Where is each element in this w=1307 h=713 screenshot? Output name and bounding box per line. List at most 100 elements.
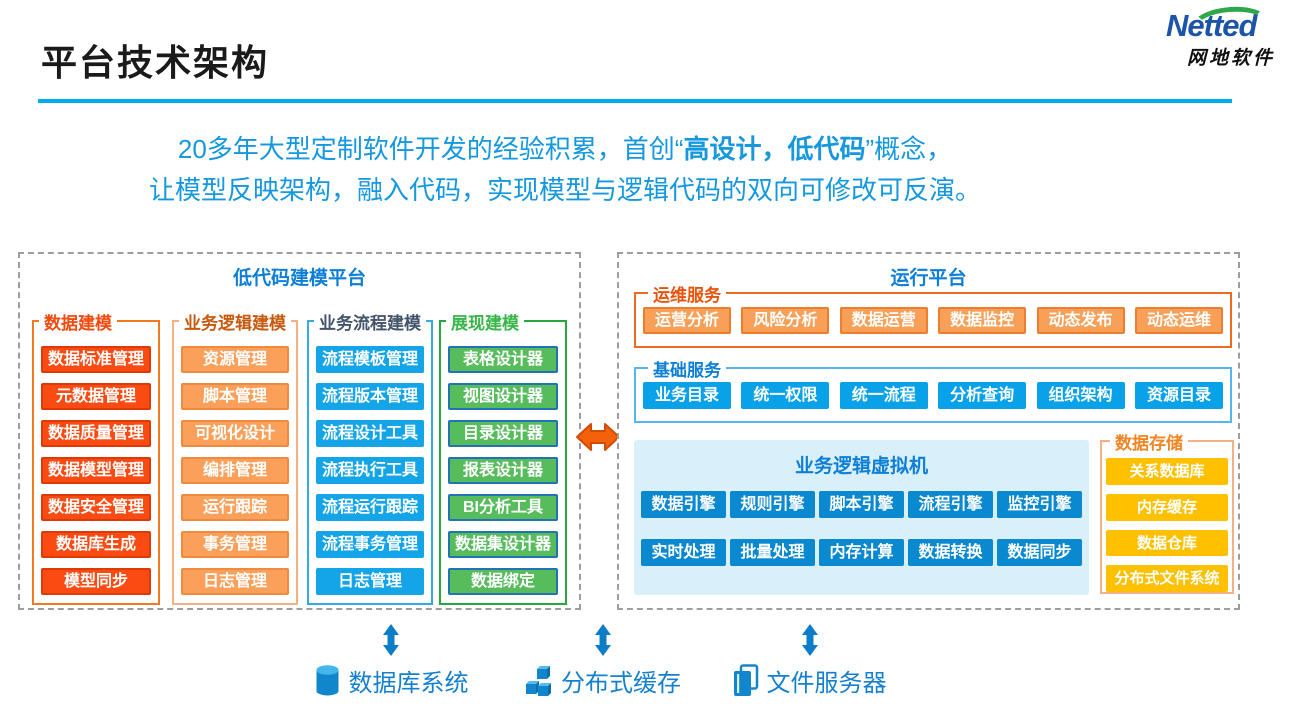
module-box: 脚本管理 — [181, 383, 289, 410]
intro-line1-bold: 高设计，低代码 — [683, 134, 866, 164]
module-box: 表格设计器 — [448, 346, 558, 373]
column-header-business-logic: 业务逻辑建模 — [179, 309, 291, 334]
engine-box: 监控引擎 — [997, 491, 1082, 518]
storage-box: 分布式文件系统 — [1106, 565, 1228, 592]
module-box: 数据标准管理 — [41, 346, 151, 373]
bottom-label-cache: 分布式缓存 — [561, 670, 681, 697]
module-box: 流程模板管理 — [316, 346, 424, 373]
column-header-data-modeling: 数据建模 — [39, 309, 117, 334]
column-presentation-modeling: 展现建模 表格设计器 视图设计器 目录设计器 报表设计器 BI分析工具 数据集设… — [439, 309, 567, 605]
column-data-modeling: 数据建模 数据标准管理 元数据管理 数据质量管理 数据模型管理 数据安全管理 数… — [32, 309, 160, 605]
intro-line-2: 让模型反映架构，融入代码，实现模型与逻辑代码的双向可修改可反演。 — [148, 175, 981, 205]
module-box: 数据安全管理 — [41, 494, 151, 521]
module-box: 流程设计工具 — [316, 420, 424, 447]
company-logo: Netted 网地软件 — [1166, 3, 1306, 70]
module-box: 模型同步 — [41, 568, 151, 595]
module-box: 数据集设计器 — [448, 531, 558, 558]
module-box: 数据模型管理 — [41, 457, 151, 484]
service-box: 业务目录 — [643, 382, 731, 409]
engine-box: 实时处理 — [641, 539, 726, 566]
column-business-process-modeling: 业务流程建模 流程模板管理 流程版本管理 流程设计工具 流程执行工具 流程运行跟… — [307, 309, 433, 605]
module-box: 可视化设计 — [181, 420, 289, 447]
service-box: 动态发布 — [1036, 307, 1125, 334]
bottom-item-cache: 分布式缓存 — [524, 624, 682, 698]
bottom-item-fileserver: 文件服务器 — [732, 624, 887, 698]
module-box: 报表设计器 — [448, 457, 558, 484]
intro-paragraph: 20多年大型定制软件开发的经验积累，首创“高设计，低代码”概念， 让模型反映架构… — [45, 129, 1085, 211]
column-business-logic-modeling: 业务逻辑建模 资源管理 脚本管理 可视化设计 编排管理 运行跟踪 事务管理 日志… — [172, 309, 298, 605]
vm-title: 业务逻辑虚拟机 — [794, 456, 928, 477]
intro-line-1: 20多年大型定制软件开发的经验积累，首创“高设计，低代码”概念， — [45, 129, 1085, 170]
left-panel-title: 低代码建模平台 — [232, 268, 366, 289]
logo-subtitle: 网地软件 — [1187, 48, 1276, 69]
logo-text: Netted — [1166, 8, 1257, 43]
down-up-arrow-icon — [383, 624, 399, 656]
file-server-icon — [733, 663, 758, 696]
page-title: 平台技术架构 — [41, 42, 270, 83]
storage-box: 内存缓存 — [1106, 493, 1228, 521]
module-box: 运行跟踪 — [181, 494, 289, 521]
engine-box: 数据转换 — [908, 539, 993, 566]
basic-services-header: 基础服务 — [648, 356, 726, 381]
down-up-arrow-icon — [801, 624, 818, 656]
module-box: 视图设计器 — [448, 383, 558, 410]
column-header-presentation: 展现建模 — [446, 309, 524, 334]
engine-box: 批量处理 — [730, 539, 815, 566]
business-logic-vm-box: 业务逻辑虚拟机 数据引擎 规则引擎 脚本引擎 流程引擎 监控引擎 实时处理 批量… — [634, 440, 1089, 595]
engine-box: 脚本引擎 — [819, 491, 904, 518]
title-divider-line — [38, 99, 1232, 103]
intro-line1-pre: 20多年大型定制软件开发的经验积累，首创“ — [177, 134, 684, 164]
module-box: 资源管理 — [181, 346, 289, 373]
engine-box: 内存计算 — [819, 539, 904, 566]
ops-services-group: 运维服务 运营分析 风险分析 数据运营 数据监控 动态发布 动态运维 — [634, 281, 1232, 348]
data-storage-group: 数据存储 关系数据库 内存缓存 数据仓库 分布式文件系统 — [1100, 429, 1234, 594]
module-box: BI分析工具 — [448, 494, 558, 521]
module-box: 目录设计器 — [448, 420, 558, 447]
engine-box: 流程引擎 — [908, 491, 993, 518]
data-storage-header: 数据存储 — [1110, 429, 1188, 454]
service-box: 统一流程 — [839, 382, 928, 409]
runtime-platform-panel: 运行平台 运维服务 运营分析 风险分析 数据运营 数据监控 动态发布 动态运维 … — [617, 252, 1240, 610]
service-box: 组织架构 — [1036, 382, 1125, 409]
module-box: 日志管理 — [316, 568, 424, 595]
basic-services-group: 基础服务 业务目录 统一权限 统一流程 分析查询 组织架构 资源目录 — [634, 356, 1232, 423]
service-box: 运营分析 — [643, 307, 731, 334]
service-box: 数据监控 — [938, 307, 1027, 334]
database-icon — [316, 664, 338, 695]
basic-services-row: 业务目录 统一权限 统一流程 分析查询 组织架构 资源目录 — [643, 382, 1223, 409]
bottom-label-fileserver: 文件服务器 — [766, 670, 887, 697]
module-box: 数据质量管理 — [41, 420, 151, 447]
storage-box: 数据仓库 — [1106, 529, 1228, 557]
bidirectional-connector-arrow-icon — [576, 418, 620, 456]
service-box: 动态运维 — [1134, 307, 1223, 334]
module-box: 事务管理 — [181, 531, 289, 558]
module-box: 流程执行工具 — [316, 457, 424, 484]
service-box: 分析查询 — [938, 382, 1027, 409]
module-box: 日志管理 — [181, 568, 289, 595]
cubes-icon — [526, 665, 551, 696]
module-box: 数据库生成 — [41, 531, 151, 558]
service-box: 统一权限 — [741, 382, 830, 409]
module-box: 流程运行跟踪 — [316, 494, 424, 521]
down-up-arrow-icon — [595, 624, 611, 656]
ops-services-header: 运维服务 — [648, 281, 726, 306]
module-box: 数据绑定 — [448, 568, 558, 595]
lowcode-modeling-panel: 低代码建模平台 数据建模 数据标准管理 元数据管理 数据质量管理 数据模型管理 … — [18, 252, 581, 610]
bottom-label-database: 数据库系统 — [348, 670, 469, 697]
ops-services-row: 运营分析 风险分析 数据运营 数据监控 动态发布 动态运维 — [643, 307, 1223, 334]
column-header-business-process: 业务流程建模 — [314, 309, 426, 334]
bottom-item-database: 数据库系统 — [310, 624, 472, 698]
module-box: 元数据管理 — [41, 383, 151, 410]
module-box: 流程版本管理 — [316, 383, 424, 410]
engine-box: 数据同步 — [997, 539, 1082, 566]
engine-box: 数据引擎 — [641, 491, 726, 518]
storage-box: 关系数据库 — [1106, 458, 1228, 485]
right-panel-title: 运行平台 — [890, 268, 967, 289]
service-box: 数据运营 — [839, 307, 928, 334]
service-box: 风险分析 — [741, 307, 830, 334]
module-box: 流程事务管理 — [316, 531, 424, 558]
service-box: 资源目录 — [1134, 382, 1223, 409]
intro-line1-post: ”概念， — [865, 134, 953, 164]
module-box: 编排管理 — [181, 457, 289, 484]
